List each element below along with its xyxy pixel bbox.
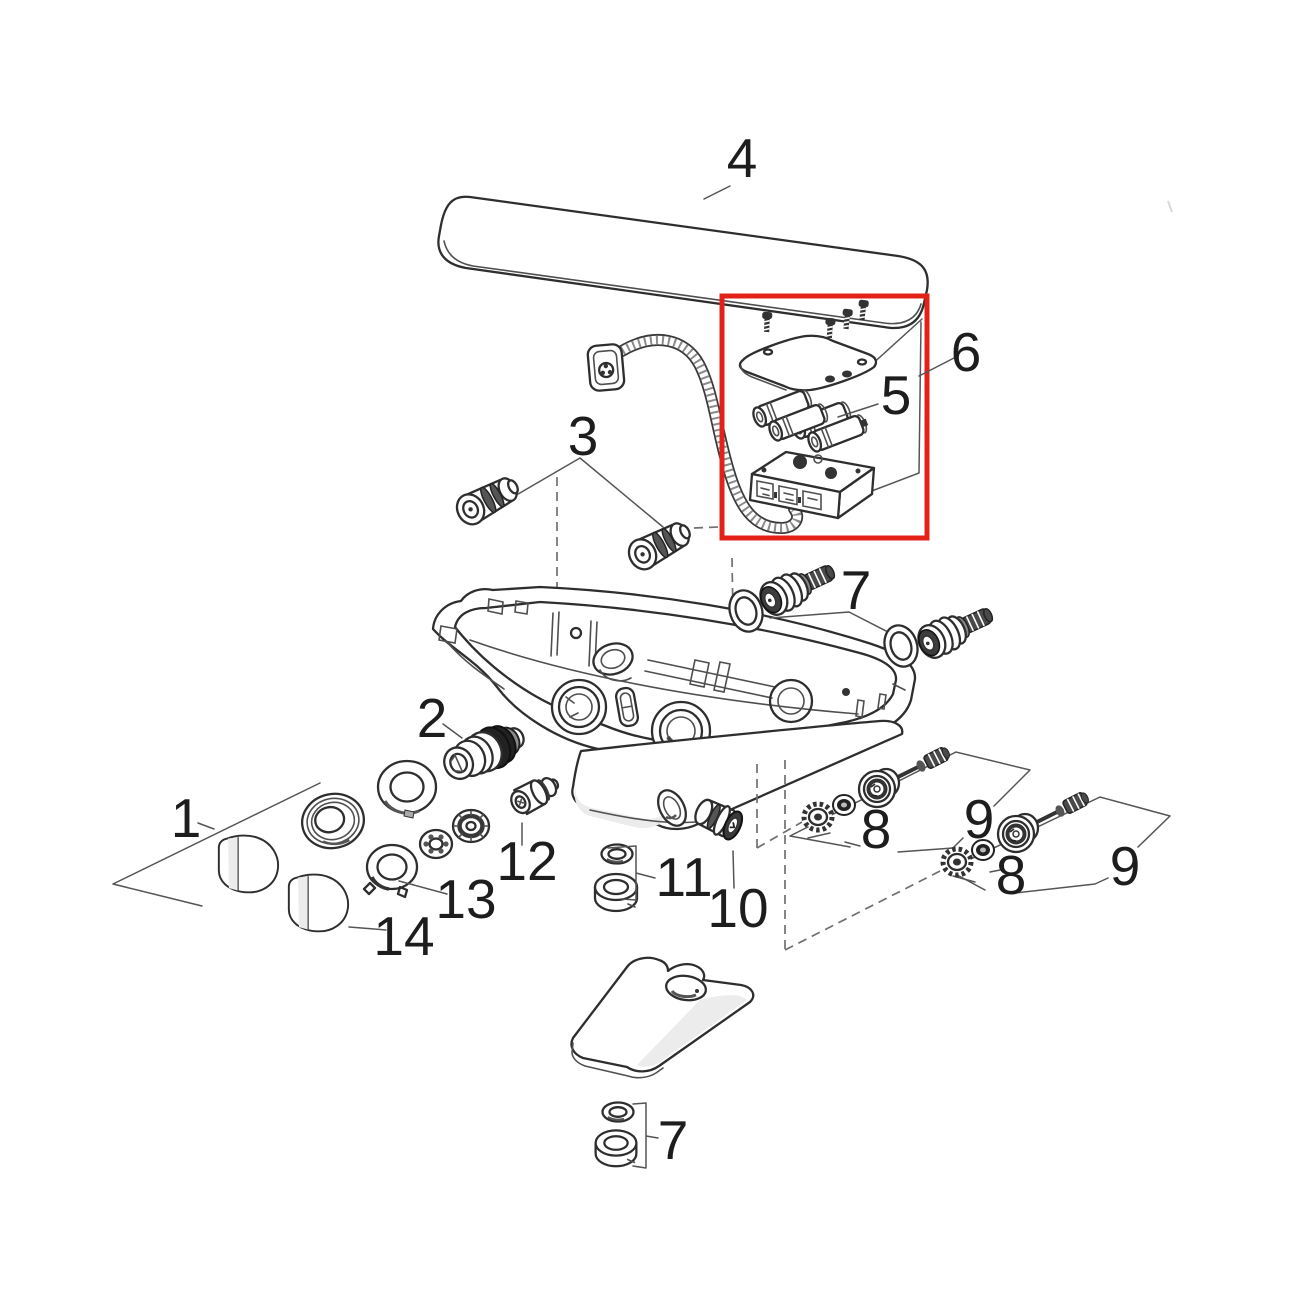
part2-leader xyxy=(442,723,463,739)
part11-nut xyxy=(593,872,639,913)
valve-dashed-guides xyxy=(756,760,947,951)
group1-wedge-lines xyxy=(112,782,321,907)
part10-plug xyxy=(694,798,744,841)
part3-leaders xyxy=(512,457,664,528)
part-label-3: 3 xyxy=(568,405,599,467)
part-label-5: 5 xyxy=(881,364,912,426)
part13-snap-ring xyxy=(362,843,419,899)
part-label-8-right: 8 xyxy=(996,844,1027,906)
handle-lever-plate xyxy=(570,956,755,1079)
part7-inlet-leaders xyxy=(769,611,893,635)
part-label-11: 11 xyxy=(655,846,712,908)
stray-mark xyxy=(1167,200,1173,213)
part7-bottom-oring xyxy=(601,1101,635,1123)
part-label-13: 13 xyxy=(435,868,496,930)
part2-cartridge xyxy=(443,725,525,781)
part-label-14: 14 xyxy=(373,905,434,967)
part-label-2: 2 xyxy=(417,687,448,749)
control-unit-box xyxy=(748,450,876,520)
part5-leader xyxy=(837,403,879,418)
part-label-4: 4 xyxy=(727,127,758,189)
part7-bottom-bracket xyxy=(632,1102,659,1169)
part-label-10: 10 xyxy=(707,877,768,939)
part-label-8-left: 8 xyxy=(861,798,892,860)
battery-compartment-cluster xyxy=(738,298,878,520)
part-label-9-right: 9 xyxy=(1110,835,1141,897)
part-label-6: 6 xyxy=(951,321,982,383)
part12-13-14-leaders xyxy=(348,822,523,931)
part7-bottom-nut xyxy=(594,1129,638,1168)
part7-inlet-connector-right xyxy=(911,596,1000,664)
part3-cartridge-left xyxy=(450,470,525,531)
part11-bracket xyxy=(607,845,656,901)
screw-2 xyxy=(823,316,837,340)
part-label-9-left: 9 xyxy=(964,788,995,850)
sensor-cable xyxy=(586,334,804,534)
part14-knob xyxy=(287,873,350,933)
part6-bracket-lines xyxy=(868,318,923,493)
battery-pack xyxy=(749,387,870,455)
bearing-ring xyxy=(418,828,454,860)
part-label-12: 12 xyxy=(496,830,557,892)
part6-leader xyxy=(918,357,955,377)
part7-inlet-connector-left xyxy=(753,553,842,621)
group9-right-bracket xyxy=(947,796,1171,894)
group9-left-bracket xyxy=(789,751,1031,853)
part-label-7-inlets: 7 xyxy=(841,559,872,621)
mixer-housing-body xyxy=(431,585,917,773)
chrome-ring xyxy=(376,759,438,819)
part10-leader xyxy=(732,850,735,889)
part4-leader xyxy=(703,185,731,200)
part-glass-plate xyxy=(437,195,929,330)
part1-knob xyxy=(217,834,280,894)
part-label-1: 1 xyxy=(171,787,202,849)
part-label-7-bottom: 7 xyxy=(658,1109,689,1171)
cable-plug-connector xyxy=(586,343,626,392)
screw-1 xyxy=(760,311,774,333)
part12-cartridge xyxy=(510,777,560,816)
gear-ring xyxy=(451,808,491,844)
highlight-box-part-6 xyxy=(719,293,930,541)
assembly-guide-lines xyxy=(112,318,923,907)
group8-left-bracket xyxy=(807,832,861,847)
battery-cover-plate xyxy=(738,334,878,392)
part1-leader xyxy=(197,822,215,830)
collar-ring xyxy=(301,792,365,850)
